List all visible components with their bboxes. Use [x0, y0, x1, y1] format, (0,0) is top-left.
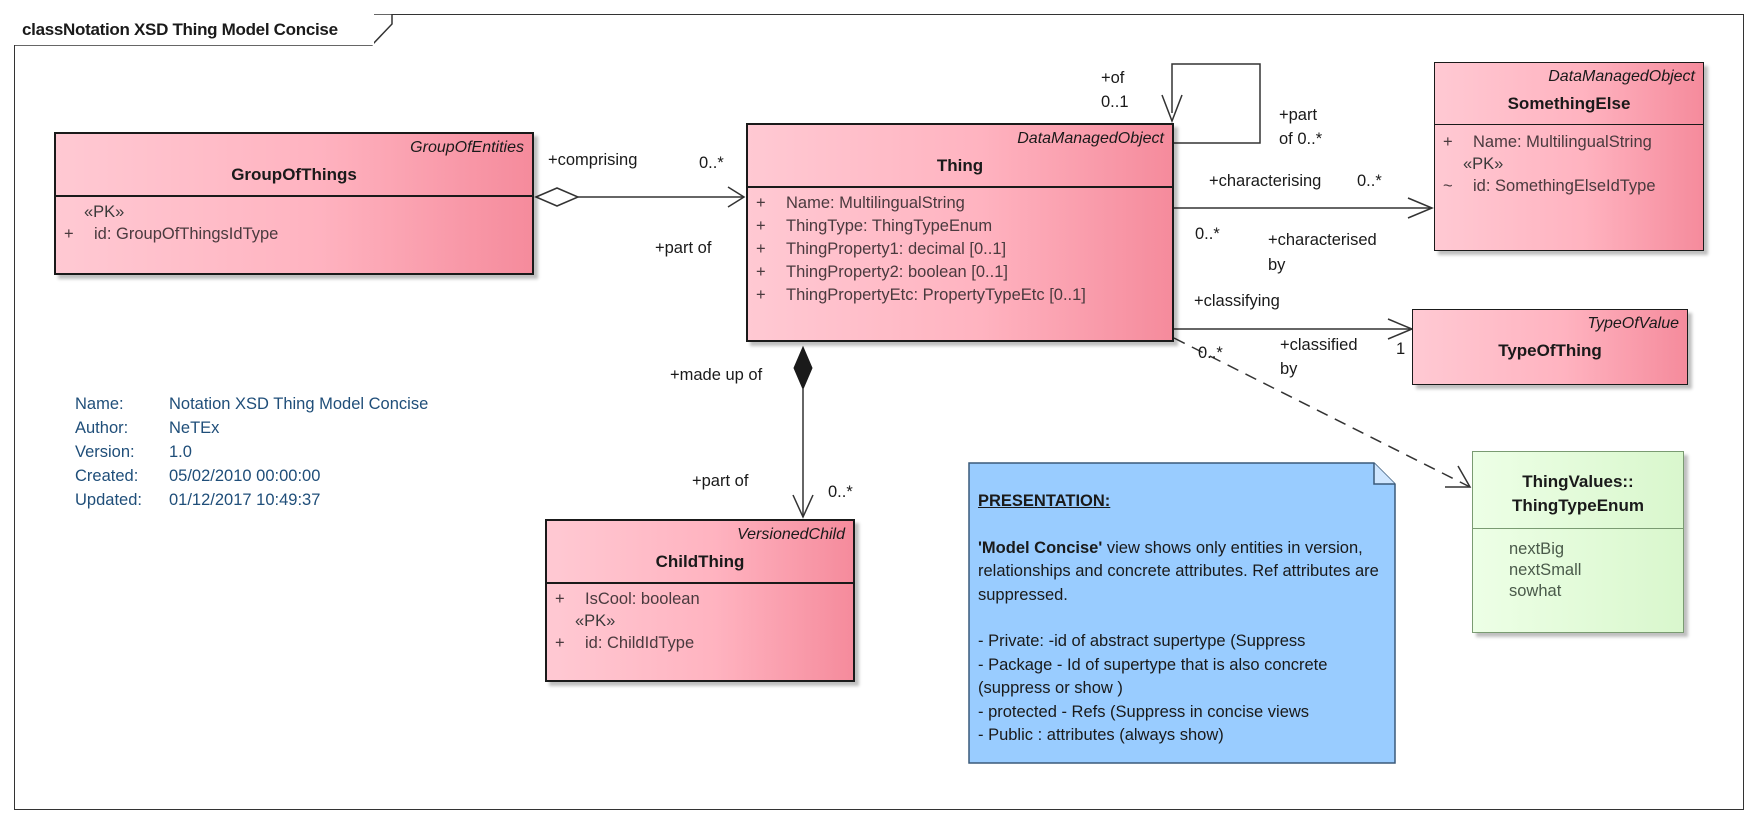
stereotype-label: DataManagedObject: [1017, 130, 1164, 147]
attribute-row: +id: ChildIdType: [555, 634, 695, 652]
role-classifying: +classifying: [1194, 292, 1280, 310]
compartment-divider: [748, 186, 1172, 188]
diagram-frame: [14, 14, 1744, 810]
class-name: TypeOfThing: [1498, 341, 1602, 360]
class-child-thing[interactable]: VersionedChild ChildThing +IsCool: boole…: [545, 519, 855, 682]
role-part-of-bottom: +part of: [692, 472, 749, 490]
composition-made-up-of: [792, 345, 814, 519]
diagram-metadata: Name:Notation XSD Thing Model Concise Au…: [75, 392, 428, 512]
compartment-divider: [547, 582, 853, 584]
attribute-row: +ThingPropertyEtc: PropertyTypeEtc [0..1…: [756, 286, 1086, 304]
enum-value: nextBig: [1509, 540, 1565, 558]
attribute-row: +Name: MultilingualString: [756, 194, 965, 212]
role-characterised-line1: +characterised: [1268, 231, 1377, 249]
meta-row: Name:Notation XSD Thing Model Concise: [75, 395, 429, 413]
note-line: - Public : attributes (always show): [978, 726, 1224, 744]
enum-value: sowhat: [1509, 582, 1562, 600]
pk-stereotype: «PK»: [1463, 155, 1504, 173]
mult-comprising: 0..*: [699, 154, 724, 172]
attribute-list: +Name: MultilingualString +ThingType: Th…: [748, 188, 1172, 311]
meta-row: Updated:01/12/2017 10:49:37: [75, 491, 321, 509]
dependency-thing-type-enum: [1173, 337, 1472, 488]
enum-name-line2: ThingTypeEnum: [1512, 496, 1644, 515]
role-of: +of: [1101, 69, 1125, 87]
role-made-up-of: +made up of: [670, 366, 763, 384]
role-characterised-line2: by: [1268, 256, 1286, 274]
role-comprising: +comprising: [548, 151, 638, 169]
class-type-of-thing[interactable]: TypeOfValue TypeOfThing: [1412, 309, 1688, 385]
aggregation-comprising: [534, 186, 746, 208]
class-name: SomethingElse: [1507, 94, 1631, 113]
enum-name-line1: ThingValues::: [1522, 472, 1634, 491]
class-name: ChildThing: [655, 552, 745, 571]
attribute-row: +ThingProperty1: decimal [0..1]: [756, 240, 1007, 258]
enum-value: nextSmall: [1509, 561, 1582, 579]
attribute-list: +Name: MultilingualString «PK» ~id: Some…: [1435, 125, 1703, 201]
mult-part-of-bottom: 0..*: [828, 483, 853, 501]
attribute-list: +IsCool: boolean «PK» +id: ChildIdType: [547, 584, 853, 658]
note-paragraph: 'Model Concise' view shows only entities…: [978, 538, 1379, 604]
class-thing[interactable]: DataManagedObject Thing +Name: Multiling…: [746, 123, 1174, 342]
attribute-row: +Name: MultilingualString: [1443, 133, 1652, 151]
stereotype-label: VersionedChild: [737, 526, 845, 543]
role-classified-line1: +classified: [1280, 336, 1358, 354]
attribute-row: +IsCool: boolean: [555, 590, 700, 608]
mult-characterised: 0..*: [1195, 225, 1220, 243]
attribute-row: +ThingType: ThingTypeEnum: [756, 217, 993, 235]
role-classified-line2: by: [1280, 360, 1298, 378]
presentation-note[interactable]: PRESENTATION: 'Model Concise' view shows…: [968, 462, 1396, 764]
note-line: - Package - Id of supertype that is also…: [978, 655, 1328, 698]
mult-classified-right: 1: [1396, 340, 1406, 358]
compartment-divider: [56, 195, 532, 197]
meta-row: Author:NeTEx: [75, 419, 220, 437]
diagram-title: classNotation XSD Thing Model Concise: [14, 14, 374, 45]
enum-values: nextBig nextSmall sowhat: [1473, 529, 1683, 606]
attribute-list: «PK» +id: GroupOfThingsIdType: [56, 197, 532, 249]
attribute-row: ~id: SomethingElseIdType: [1443, 177, 1656, 195]
enum-thing-type-enum[interactable]: ThingValues:: ThingTypeEnum nextBig next…: [1472, 451, 1684, 633]
stereotype-label: TypeOfValue: [1587, 315, 1679, 332]
note-line: - protected - Refs (Suppress in concise …: [978, 702, 1310, 721]
attribute-row: +id: GroupOfThingsIdType: [64, 225, 279, 243]
role-part-of-left: +part of: [655, 239, 712, 257]
attribute-row: +ThingProperty2: boolean [0..1]: [756, 263, 1008, 281]
note-title: PRESENTATION:: [978, 492, 1111, 510]
association-characterising: [1174, 197, 1434, 219]
class-group-of-things[interactable]: GroupOfEntities GroupOfThings «PK» +id: …: [54, 132, 534, 275]
mult-classified-left: 0..*: [1198, 344, 1223, 362]
meta-row: Version:1.0: [75, 443, 192, 461]
mult-of: 0..1: [1101, 93, 1129, 111]
class-name: GroupOfThings: [231, 165, 357, 184]
mult-part-self: of 0..*: [1279, 130, 1323, 148]
role-characterising: +characterising: [1209, 172, 1322, 190]
self-association: [1161, 63, 1261, 144]
note-line: - Private: -id of abstract supertype (Su…: [978, 632, 1306, 650]
pk-stereotype: «PK»: [575, 612, 616, 630]
meta-row: Created:05/02/2010 00:00:00: [75, 467, 321, 485]
role-part-self: +part: [1279, 106, 1318, 124]
stereotype-label: GroupOfEntities: [410, 139, 524, 156]
stereotype-label: DataManagedObject: [1548, 68, 1695, 85]
mult-characterising: 0..*: [1357, 172, 1382, 190]
class-something-else[interactable]: DataManagedObject SomethingElse +Name: M…: [1434, 62, 1704, 251]
compartment-divider: [1473, 528, 1683, 529]
class-name: Thing: [936, 156, 984, 175]
note-shape: [968, 462, 1396, 764]
enum-name: ThingValues:: ThingTypeEnum: [1473, 452, 1683, 528]
pk-stereotype: «PK»: [84, 203, 125, 221]
compartment-divider: [1435, 124, 1703, 125]
